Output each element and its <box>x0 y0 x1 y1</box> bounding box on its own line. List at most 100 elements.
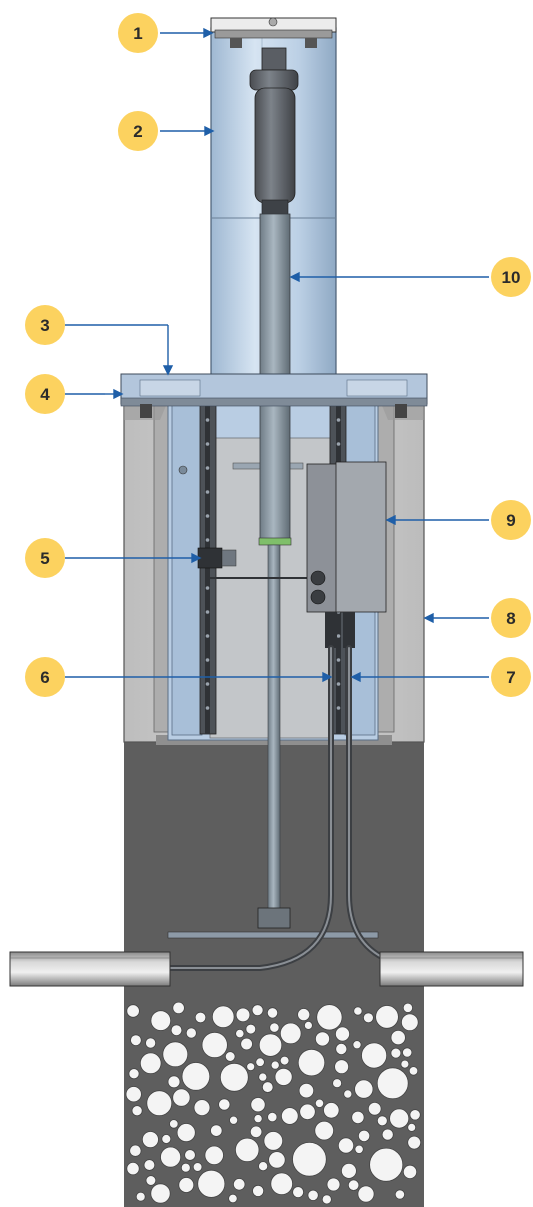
callout-2-label: 2 <box>133 122 142 141</box>
gravel-stone <box>210 1124 223 1137</box>
gravel-stone <box>162 1041 189 1068</box>
gravel-stone <box>218 1098 231 1111</box>
gravel-stone <box>126 1004 140 1018</box>
gravel-stone <box>228 1193 238 1204</box>
gravel-stone <box>126 1162 140 1176</box>
gravel-stone <box>375 1005 399 1029</box>
gravel-stone <box>224 1051 236 1062</box>
callout-2: 2 <box>118 111 158 151</box>
gravel-stone <box>299 1103 316 1121</box>
gravel-stone <box>267 1112 278 1123</box>
gravel-stone <box>268 1151 286 1169</box>
gravel-stone <box>369 1147 404 1182</box>
gravel-stone <box>274 1067 293 1086</box>
gravel-stone <box>246 1062 256 1072</box>
gravel-stone <box>407 1123 417 1132</box>
gravel-stone <box>394 1189 405 1200</box>
gravel-stone <box>408 1066 419 1076</box>
callout-1: 1 <box>118 13 158 53</box>
gravel-stone <box>390 1030 406 1046</box>
gravel-stone <box>169 1119 179 1129</box>
gravel-stone <box>357 1129 371 1143</box>
gravel-stone <box>129 1144 142 1157</box>
callout-7-label: 7 <box>506 668 515 687</box>
gravel-stone <box>167 1075 181 1089</box>
rail-bolt <box>205 610 210 614</box>
gravel-stone <box>180 1162 191 1173</box>
gravel-stone <box>258 1072 268 1082</box>
gravel-stone <box>400 1059 410 1069</box>
gravel-stone <box>334 1026 350 1042</box>
gravel-stone <box>160 1146 182 1168</box>
rail-bolt <box>205 538 210 542</box>
ground-flange <box>120 373 428 418</box>
gravel-stone <box>292 1142 327 1177</box>
gravel-stone <box>185 1027 197 1039</box>
callout-10: 10 <box>491 257 531 297</box>
gravel-stone <box>354 1079 374 1099</box>
gravel-stone <box>323 1102 340 1119</box>
gravel-stone <box>150 1183 171 1204</box>
rail-bolt <box>205 466 210 470</box>
gravel-stone <box>367 1102 382 1116</box>
callout-5: 5 <box>25 538 65 578</box>
gravel-stone <box>201 1031 228 1059</box>
gravel-stone <box>361 1042 388 1069</box>
gravel-stone <box>269 1022 280 1033</box>
rail-bolt <box>205 706 210 710</box>
rail-clamp <box>197 547 237 569</box>
rail-bolt <box>336 658 341 662</box>
leader-lines <box>89 27 489 683</box>
gravel-stone <box>279 1022 302 1045</box>
gravel-stone <box>407 1135 422 1150</box>
gravel-stone <box>235 1007 251 1023</box>
gravel-stone <box>184 1149 196 1161</box>
gravel-stone <box>321 1194 332 1205</box>
gravel-stone <box>172 1088 191 1107</box>
callout-10-label: 10 <box>502 268 521 287</box>
gravel-stone <box>253 1114 263 1124</box>
gravel-stone <box>261 1081 274 1093</box>
gravel-stone <box>297 1008 311 1022</box>
rail-bolt <box>336 706 341 710</box>
gravel-stone <box>146 1090 173 1117</box>
gravel-stone <box>219 1062 249 1092</box>
gravel-stone <box>332 1078 343 1089</box>
gravel-stone <box>340 1163 357 1179</box>
gravel-stone <box>343 1089 353 1099</box>
gravel-stone <box>150 1010 172 1031</box>
callout-4: 4 <box>25 374 65 414</box>
gas-canister <box>249 47 299 215</box>
gravel-stone <box>170 1024 183 1036</box>
rail-bolt <box>205 442 210 446</box>
gravel-stone <box>314 1098 325 1108</box>
gravel-stone <box>249 1125 263 1139</box>
gravel-stone <box>314 1031 330 1047</box>
gravel-stone <box>409 1109 421 1121</box>
gravel-stone <box>135 1191 146 1202</box>
gravel-stone <box>307 1189 319 1201</box>
gravel-stone <box>197 1169 226 1198</box>
gravel-stone <box>240 1037 253 1051</box>
gravel-stone <box>258 1033 283 1057</box>
gravel-stone <box>145 1175 157 1186</box>
gravel-stone <box>235 1029 245 1039</box>
rail-bolt <box>336 682 341 686</box>
gravel-stone <box>194 1011 207 1024</box>
gravel-stone <box>128 1068 140 1080</box>
callout-7: 7 <box>491 657 531 697</box>
gravel-stone <box>263 1131 284 1151</box>
gravel-stone <box>258 1161 269 1172</box>
gravel-stone <box>389 1108 410 1129</box>
gravel-stone <box>232 1178 246 1191</box>
gravel-stone <box>376 1115 388 1127</box>
gravel-stone <box>270 1172 294 1196</box>
rail-bolt <box>205 658 210 662</box>
gravel-stone <box>402 1047 413 1058</box>
rail-bolt <box>336 442 341 446</box>
gravel-stone <box>211 1005 235 1029</box>
gravel-stone <box>298 1082 315 1099</box>
gravel-stone <box>145 1037 157 1049</box>
gravel-stone <box>351 1110 365 1125</box>
callout-6: 6 <box>25 657 65 697</box>
